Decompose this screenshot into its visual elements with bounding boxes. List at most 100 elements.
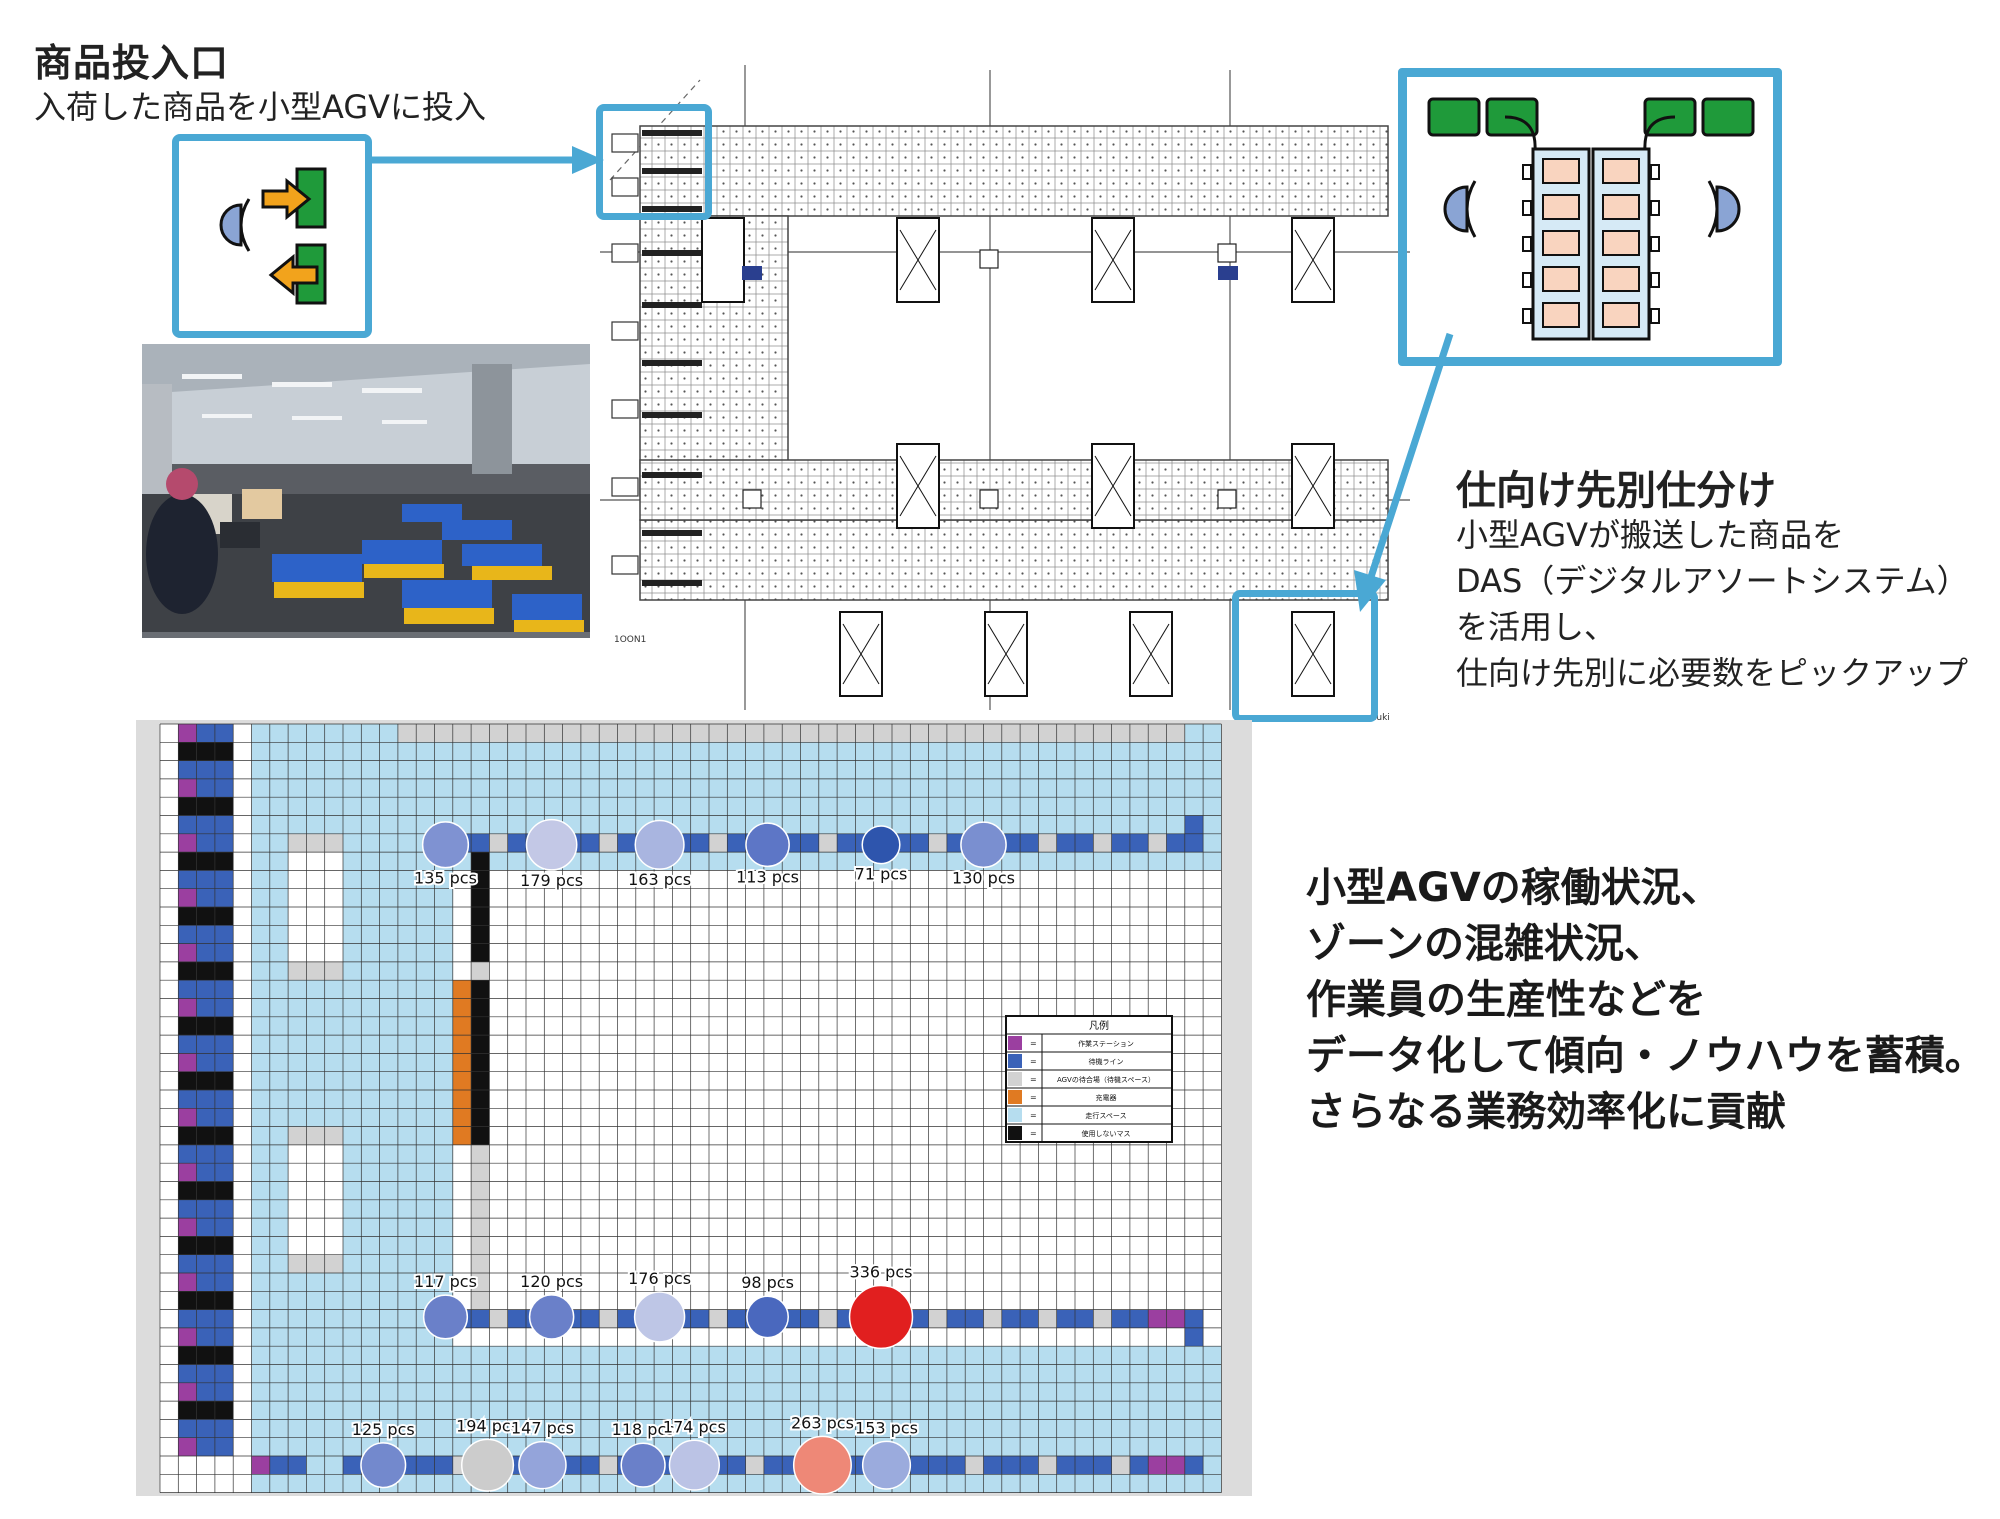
grid-cell	[928, 833, 947, 853]
grid-cell	[690, 1309, 709, 1328]
grid-cell	[178, 1126, 197, 1145]
grid-cell	[1001, 1309, 1021, 1328]
station-load-label: 135 pcs	[414, 869, 477, 888]
station-load-label: 113 pcs	[736, 867, 799, 886]
station-load-circle	[668, 1439, 720, 1491]
grid-cell	[507, 833, 526, 853]
grid-cell	[1075, 1456, 1094, 1475]
analytics-line: ゾーンの混雑状況、	[1306, 921, 1664, 967]
station-load-circle	[960, 821, 1007, 869]
waiting-space-top	[397, 724, 1185, 743]
legend-item-label: 走行スペース	[1085, 1111, 1126, 1120]
grid-cell	[1020, 1309, 1039, 1328]
station-load-label: 71 pcs	[855, 865, 908, 884]
charger-column	[452, 980, 472, 1145]
station-load-label: 163 pcs	[628, 870, 691, 889]
grid-cell	[599, 1309, 618, 1328]
grid-cell	[178, 1016, 197, 1036]
grid-cell	[727, 1309, 746, 1328]
station-load-circle	[360, 1442, 407, 1489]
grid-cell	[178, 1254, 197, 1273]
grid-cell	[178, 797, 197, 816]
grid-cell	[178, 778, 197, 798]
grid-cell	[1148, 833, 1167, 853]
grid-cell	[1075, 1309, 1094, 1328]
station-load-label: 147 pcs	[511, 1419, 574, 1438]
grid-cell	[946, 1309, 966, 1328]
grid-cell	[178, 980, 197, 999]
legend-swatch	[1008, 1126, 1022, 1140]
grid-cell	[617, 833, 636, 853]
grid-cell	[178, 724, 197, 743]
grid-cell	[946, 1456, 966, 1475]
grid-cell	[928, 1456, 947, 1475]
grid-cell	[178, 961, 197, 981]
station-load-circle	[422, 1294, 469, 1340]
grid-cell	[599, 1456, 618, 1475]
sorting-line: 仕向け先別に必要数をピックアップ	[1456, 654, 1969, 692]
analytics-line: さらなる業務効率化に貢献	[1306, 1089, 1786, 1135]
legend-item-label: 充電器	[1096, 1093, 1117, 1102]
legend-item-label: 使用しないマス	[1082, 1129, 1131, 1138]
station-load-circle	[745, 822, 790, 868]
grid-cell	[178, 870, 197, 889]
layout-left-tag: 1OON1	[614, 635, 646, 645]
grid-cell	[763, 1456, 783, 1475]
grid-cell	[562, 1456, 581, 1475]
station-load-label: 174 pcs	[663, 1417, 726, 1436]
legend-title: 凡例	[1089, 1019, 1109, 1032]
layout-right-tag: snuki	[1366, 713, 1390, 720]
grid-cell	[178, 1327, 197, 1347]
grid-cell	[1056, 1309, 1075, 1328]
grid-cell	[1166, 833, 1185, 853]
grid-cell	[178, 1291, 197, 1310]
grid-cell	[910, 833, 929, 853]
legend-equals: =	[1030, 1129, 1037, 1138]
grid-cell	[580, 1456, 600, 1475]
grid-cell	[965, 1456, 984, 1475]
legend-swatch	[1008, 1090, 1022, 1104]
warehouse-photo	[142, 344, 590, 638]
station-load-label: 130 pcs	[952, 868, 1015, 887]
grid-cell	[1093, 833, 1112, 853]
grid-cell	[178, 1144, 197, 1164]
station-load-circle	[861, 1440, 912, 1490]
grid-cell	[178, 1346, 197, 1365]
station-load-circle	[746, 1295, 789, 1339]
grid-cell	[178, 815, 197, 834]
station-load-label: 153 pcs	[855, 1418, 918, 1437]
grid-cell	[178, 943, 197, 962]
station-load-circle	[634, 819, 685, 870]
grid-cell	[178, 833, 197, 853]
station-load-label: 263 pcs	[791, 1413, 854, 1432]
analytics-line: 小型AGVの稼働状況、	[1306, 865, 1721, 911]
grid-cell	[1093, 1309, 1112, 1328]
grid-cell	[709, 833, 728, 853]
grid-cell	[580, 833, 600, 853]
grid-cell	[178, 1108, 197, 1127]
grid-cell	[1020, 833, 1039, 853]
grid-cell	[1129, 833, 1149, 853]
inbound-area-highlight	[596, 104, 712, 220]
inbound-title: 商品投入口	[34, 41, 230, 85]
grid-cell	[709, 1309, 728, 1328]
station-load-label: 194 pcs	[456, 1416, 519, 1435]
agv-congestion-heatmap: 135 pcs 179 pcs 163 pcs 113 pcs 71 pcs 130 pc…	[136, 720, 1252, 1496]
station-load-label: 179 pcs	[520, 871, 583, 890]
legend-equals: =	[1030, 1093, 1037, 1102]
grid-cell	[178, 998, 197, 1017]
grid-cell	[1075, 833, 1094, 853]
legend-box	[1005, 1015, 1173, 1143]
station-load-label: 118 pcs	[612, 1420, 675, 1439]
grid-cell	[580, 1309, 600, 1328]
grid-cell	[489, 833, 508, 853]
station-load-circle	[528, 1294, 575, 1340]
grid-cell	[928, 1309, 947, 1328]
station-load-label: 120 pcs	[520, 1272, 583, 1291]
grid-cell	[178, 888, 197, 907]
station-load-circle	[861, 825, 901, 865]
grid-cell	[178, 1401, 197, 1420]
analytics-line: 作業員の生産性などを	[1306, 977, 1706, 1023]
grid-cell	[471, 980, 490, 1145]
station-load-circle	[633, 1291, 686, 1343]
